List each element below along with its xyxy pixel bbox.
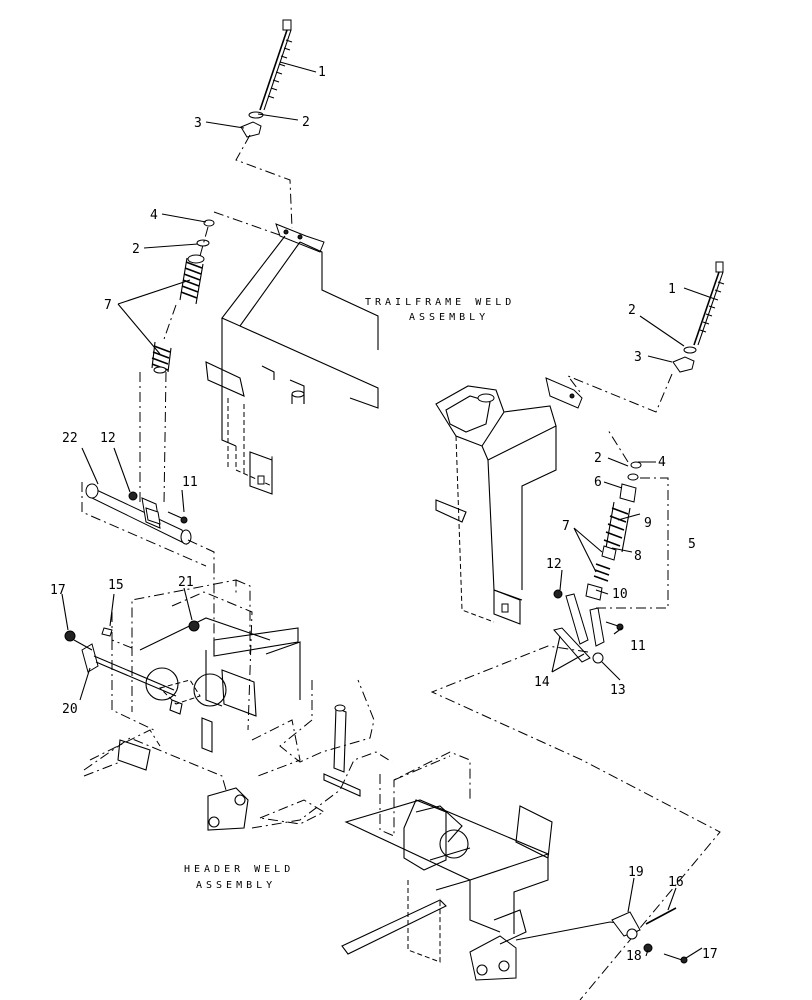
left-shaft-assembly [81,482,215,640]
callout-number: 13 [610,683,626,698]
right-link-plates [430,589,721,1000]
right-spring-assembly [585,429,669,609]
leader-lines [61,61,713,959]
left-bolt-assembly [235,19,293,229]
left-spring-assembly [139,211,289,505]
callout-number: 4 [658,455,666,470]
callout-number: 5 [688,537,696,552]
svg-text:ASSEMBLY: ASSEMBLY [196,880,276,891]
callout-number: 7 [104,298,112,313]
callout-number: 2 [594,451,602,466]
callout-number: 17 [50,583,66,598]
callout-number: 3 [634,350,642,365]
header-weld-left [64,579,393,831]
callout-number: 7 [562,519,570,534]
callout-number: 3 [194,116,202,131]
callout-number: 11 [630,639,646,654]
callout-number: 15 [108,578,124,593]
trailframe-weld-upper [205,223,379,495]
callout-number: 11 [182,475,198,490]
callout-number: 4 [150,208,158,223]
assembly-label-header: HEADER WELD ASSEMBLY [184,864,294,891]
callout-number: 1 [668,282,676,297]
right-bolt-assembly [566,261,725,413]
callout-number: 17 [702,947,718,962]
callout-number: 18 [626,949,642,964]
callout-number: 16 [668,875,684,890]
callout-number: 21 [178,575,194,590]
svg-text:ASSEMBLY: ASSEMBLY [409,312,489,323]
trailframe-weld-right [435,377,583,625]
callout-number: 19 [628,865,644,880]
callout-number: 1 [318,65,326,80]
svg-text:TRAILFRAME WELD: TRAILFRAME WELD [365,297,515,308]
svg-text:HEADER WELD: HEADER WELD [184,864,294,875]
callout-number: 10 [612,587,628,602]
callout-number: 2 [628,303,636,318]
header-weld-right [341,751,688,981]
assembly-label-trailframe: TRAILFRAME WELD ASSEMBLY [365,297,515,323]
callout-number: 20 [62,702,78,717]
callout-number: 12 [100,431,116,446]
callout-number: 6 [594,475,602,490]
callout-number: 2 [302,115,310,130]
callout-number: 2 [132,242,140,257]
callout-number: 8 [634,549,642,564]
callout-numbers: 1 2 3 4 2 7 22 12 11 17 15 21 20 1 2 3 2… [50,65,718,964]
callout-number: 14 [534,675,550,690]
callout-number: 12 [546,557,562,572]
callout-number: 22 [62,431,78,446]
callout-number: 9 [644,516,652,531]
